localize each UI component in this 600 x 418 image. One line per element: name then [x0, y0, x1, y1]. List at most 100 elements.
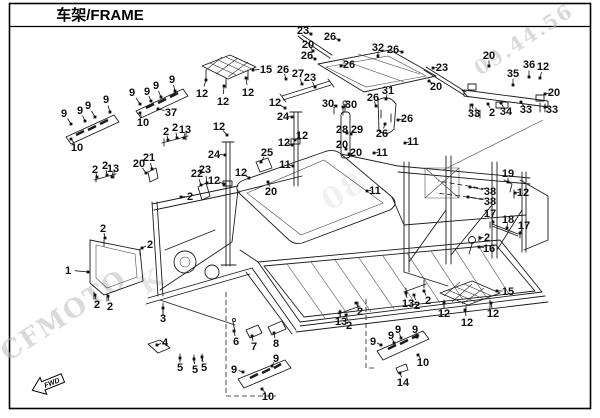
callout-label: 3 — [160, 313, 166, 325]
leader-marker — [199, 183, 203, 187]
leader-marker — [431, 66, 435, 70]
callout-label: 2 — [414, 300, 420, 312]
leader-marker — [392, 341, 396, 345]
leader-marker — [105, 173, 109, 177]
callout-label: 26 — [324, 31, 336, 43]
callout-label: 26 — [367, 92, 379, 104]
callout-label: 12 — [213, 121, 225, 133]
leader-marker — [241, 370, 245, 374]
leader-marker — [259, 160, 263, 164]
callout-label: 6 — [233, 336, 239, 348]
leader-marker — [311, 49, 315, 53]
callout-label: 26 — [376, 128, 388, 140]
callout-label: 10 — [137, 117, 149, 129]
callout-label: 31 — [382, 85, 394, 97]
leader-marker — [173, 89, 177, 93]
callout-label: 30 — [345, 99, 357, 111]
leader-marker — [290, 143, 294, 147]
callout-label: 2 — [147, 239, 153, 251]
page-border — [8, 2, 592, 410]
leader-marker — [372, 151, 376, 155]
leader-marker — [427, 79, 431, 83]
callout-label: 20 — [302, 39, 314, 51]
callout-label: 9 — [395, 324, 401, 336]
leader-marker — [505, 226, 509, 230]
leader-marker — [200, 355, 204, 359]
leader-marker — [69, 122, 73, 126]
callout-label: 5 — [192, 364, 198, 376]
leader-marker — [543, 92, 547, 96]
callout-label: 2 — [172, 122, 178, 134]
callout-label: 20 — [548, 87, 560, 99]
leader-marker — [270, 364, 274, 368]
callout-label: 11 — [376, 147, 388, 159]
callout-label: 35 — [507, 68, 519, 80]
callout-label: 36 — [523, 59, 535, 71]
callout-label: 26 — [401, 113, 413, 125]
leader-marker — [244, 76, 248, 80]
leader-marker — [412, 293, 416, 297]
callout-label: 20 — [265, 186, 277, 198]
callout-label: 9 — [169, 74, 175, 86]
leader-marker — [499, 101, 503, 105]
callout-label: 20 — [430, 81, 442, 93]
callout-label: 26 — [301, 50, 313, 62]
leader-marker — [108, 110, 112, 114]
part-slotted-rails — [65, 88, 430, 389]
leader-marker — [284, 77, 288, 81]
callout-label: 20 — [350, 147, 362, 159]
leader-marker — [398, 371, 402, 375]
leader-marker — [179, 195, 183, 199]
callout-label: 38 — [484, 196, 496, 208]
leader-marker — [272, 331, 276, 335]
callout-label: 12 — [438, 308, 450, 320]
leader-marker — [422, 289, 426, 293]
callout-label: 12 — [537, 61, 549, 73]
callout-label: 34 — [500, 106, 513, 118]
watermark-text: CFMOTO — [0, 264, 133, 368]
leader-marker — [513, 191, 517, 195]
callout-label: 9 — [273, 353, 279, 365]
leader-marker — [337, 38, 341, 42]
leader-marker — [149, 99, 153, 103]
callout-label: 21 — [143, 152, 155, 164]
callout-label: 9 — [103, 94, 109, 106]
callout-label: 13 — [107, 163, 119, 175]
leader-marker — [140, 246, 144, 250]
callout-label: 2 — [100, 223, 106, 235]
callout-label: 17 — [484, 208, 496, 220]
leader-marker — [495, 289, 499, 293]
leader-marker — [155, 343, 159, 347]
callout-label: 30 — [322, 98, 334, 110]
callout-label: 9 — [388, 330, 394, 342]
callout-label: 2 — [425, 295, 431, 307]
leader-marker — [477, 245, 481, 249]
leader-marker — [313, 85, 317, 89]
leader-marker — [232, 329, 236, 333]
callout-label: 24 — [208, 149, 221, 161]
leader-marker — [222, 182, 226, 186]
leader-marker — [519, 100, 523, 104]
leader-marker — [374, 104, 378, 108]
group-dash-lines — [225, 292, 377, 397]
callout-label: 26 — [277, 64, 289, 76]
fwd-label: FWD — [43, 377, 60, 389]
callout-label: 16 — [483, 243, 495, 255]
leader-marker — [415, 335, 419, 339]
callout-label: 33 — [468, 108, 480, 120]
leader-marker — [396, 118, 400, 122]
callout-label: 12 — [461, 317, 473, 329]
callout-label: 12 — [235, 167, 247, 179]
callout-label: 19 — [502, 168, 514, 180]
callout-label: 13 — [179, 124, 191, 136]
part-top-rack — [279, 34, 469, 103]
callout-label: 2 — [489, 107, 495, 119]
callout-label: 12 — [242, 87, 254, 99]
leader-marker — [339, 64, 343, 68]
callout-label: 2 — [484, 232, 490, 244]
leader-marker — [95, 175, 99, 179]
page-title: 车架/FRAME — [56, 6, 144, 24]
callout-label: 9 — [370, 336, 376, 348]
callout-label: 23 — [304, 72, 316, 84]
